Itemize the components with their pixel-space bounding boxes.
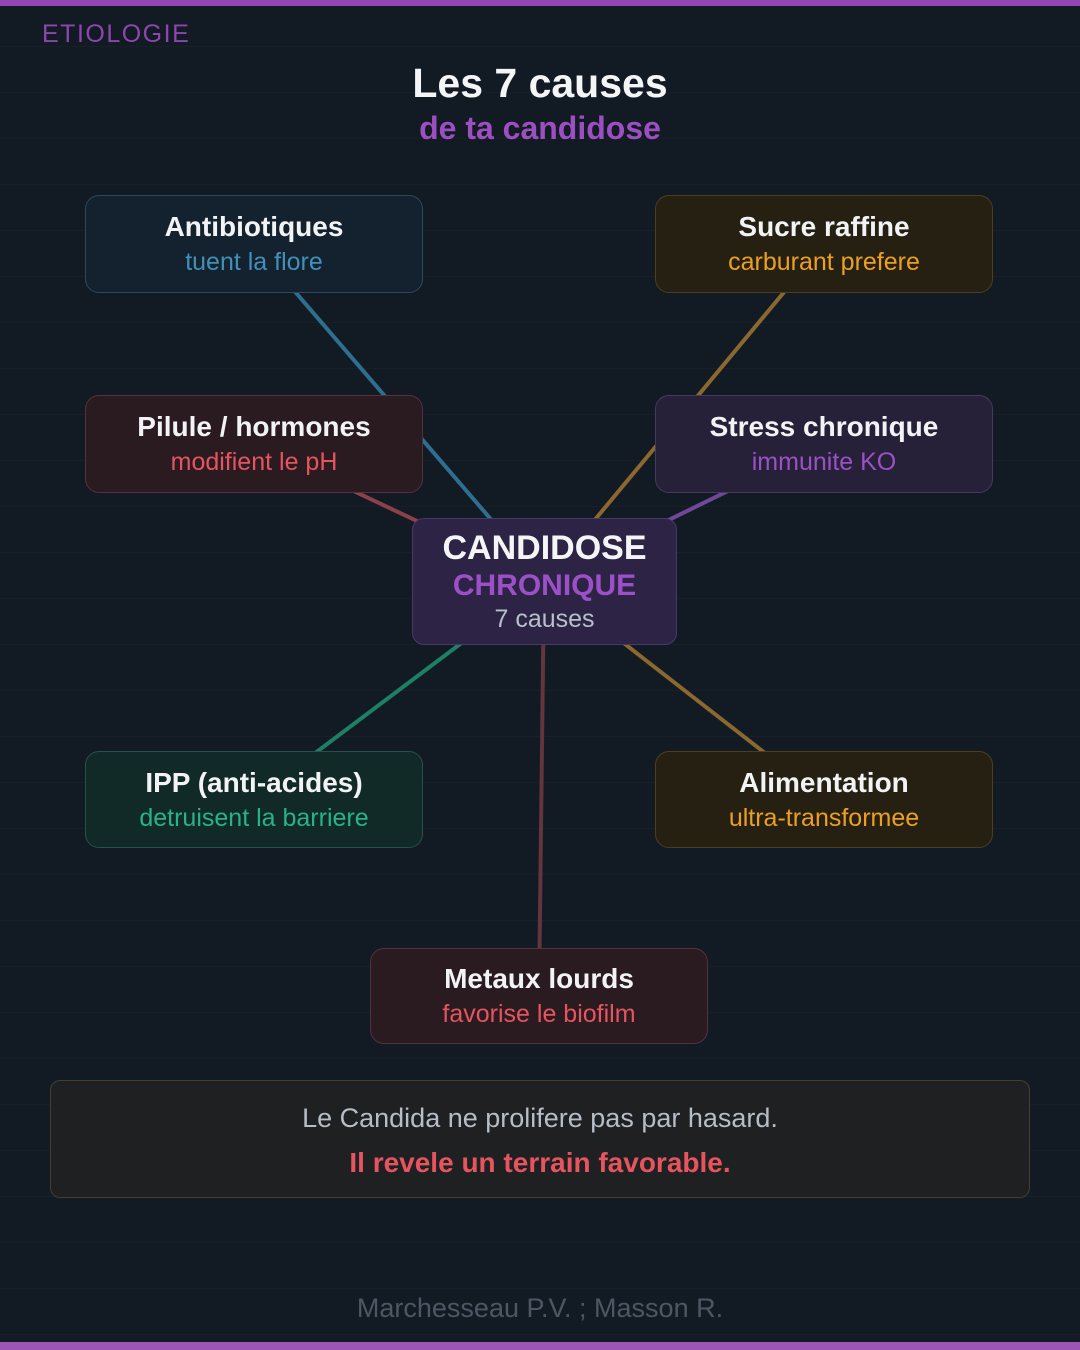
page-title: Les 7 causes <box>412 60 668 106</box>
page-subtitle: de ta candidose <box>419 110 661 146</box>
cause-title: IPP (anti-acides) <box>145 766 363 798</box>
center-node-candidose: CANDIDOSE CHRONIQUE 7 causes <box>412 518 677 645</box>
credits-text: Marchesseau P.V. ; Masson R. <box>356 1293 724 1323</box>
cause-subtitle: modifient le pH <box>170 448 338 477</box>
cause-subtitle: tuent la flore <box>185 248 323 277</box>
cause-box-sucre-raffine: Sucre raffine carburant prefere <box>655 195 993 293</box>
cause-title: Alimentation <box>739 766 909 798</box>
link-metaux-lourds <box>537 580 546 997</box>
bottom-accent-bar <box>0 1342 1080 1350</box>
cause-subtitle: carburant prefere <box>728 248 920 277</box>
section-label: ETIOLOGIE <box>42 20 191 48</box>
cause-title: Antibiotiques <box>164 211 344 243</box>
conclusion-line-1: Le Candida ne prolifere pas par hasard. <box>302 1103 778 1133</box>
center-caption: 7 causes <box>494 604 595 633</box>
cause-title: Pilule / hormones <box>137 411 371 443</box>
cause-subtitle: immunite KO <box>751 448 897 477</box>
cause-box-metaux-lourds: Metaux lourds favorise le biofilm <box>370 948 708 1044</box>
cause-box-antibiotiques: Antibiotiques tuent la flore <box>85 195 423 293</box>
cause-subtitle: ultra-transformee <box>728 803 920 832</box>
cause-subtitle: detruisent la barriere <box>139 803 369 832</box>
cause-title: Sucre raffine <box>738 211 910 243</box>
center-subtitle: CHRONIQUE <box>452 569 637 603</box>
cause-subtitle: favorise le biofilm <box>442 1000 636 1029</box>
conclusion-line-2: Il revele un terrain favorable. <box>349 1147 731 1178</box>
cause-box-ipp: IPP (anti-acides) detruisent la barriere <box>85 751 423 848</box>
cause-title: Stress chronique <box>709 411 939 443</box>
cause-title: Metaux lourds <box>444 963 634 995</box>
cause-box-pilule-hormones: Pilule / hormones modifient le pH <box>85 395 423 493</box>
cause-box-stress-chronique: Stress chronique immunite KO <box>655 395 993 493</box>
cause-box-alimentation: Alimentation ultra-transformee <box>655 751 993 848</box>
top-accent-bar <box>0 0 1080 6</box>
conclusion-box: Le Candida ne prolifere pas par hasard. … <box>50 1080 1030 1198</box>
center-title: CANDIDOSE <box>442 528 647 567</box>
